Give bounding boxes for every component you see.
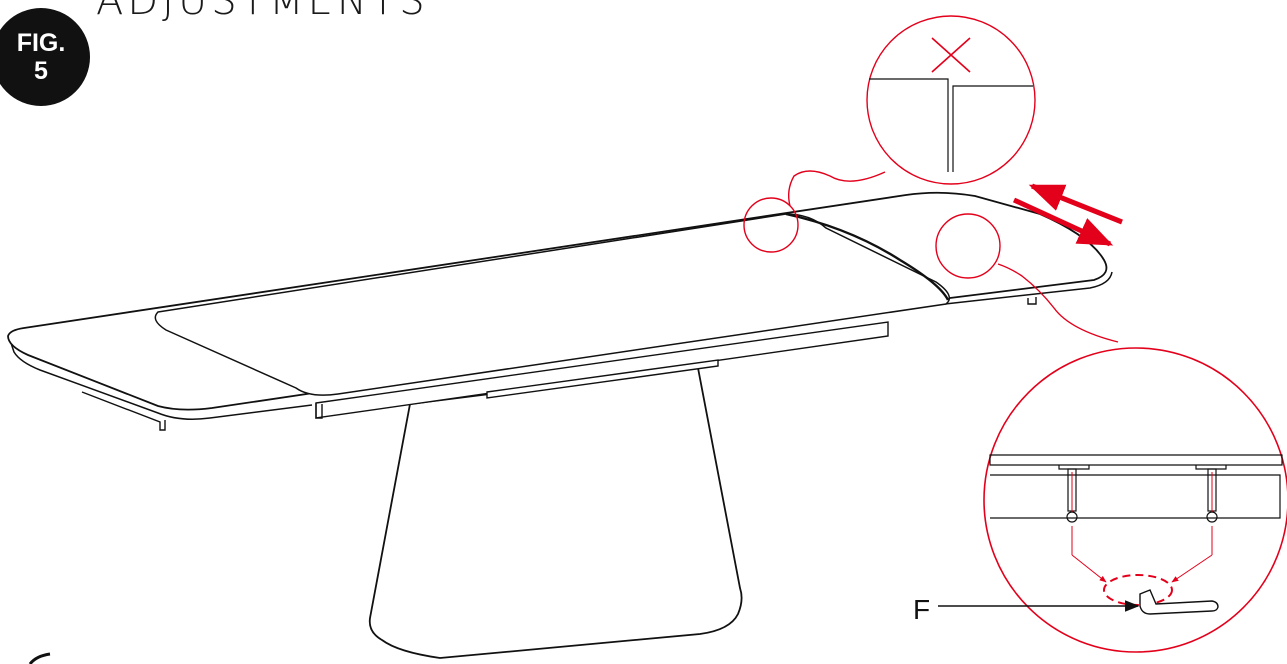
figure-badge: FIG. 5: [0, 8, 90, 106]
alignment-detail: [743, 15, 1036, 253]
figure-badge-number: 5: [34, 57, 48, 85]
table-top: [7, 191, 1113, 420]
table-pedestal: [368, 367, 743, 659]
table-frame: [81, 321, 889, 431]
partial-circle-mark: [28, 652, 51, 664]
page-heading: ADJUSTMENTS: [96, 0, 429, 24]
figure-badge-label: FIG.: [16, 29, 66, 57]
callout-label-f: F: [913, 594, 931, 625]
screw-adjustment-detail: [935, 213, 1287, 653]
double-red-arrow-icon: [1012, 183, 1123, 247]
allen-key-icon: [1139, 589, 1219, 615]
x-icon: [931, 37, 971, 73]
